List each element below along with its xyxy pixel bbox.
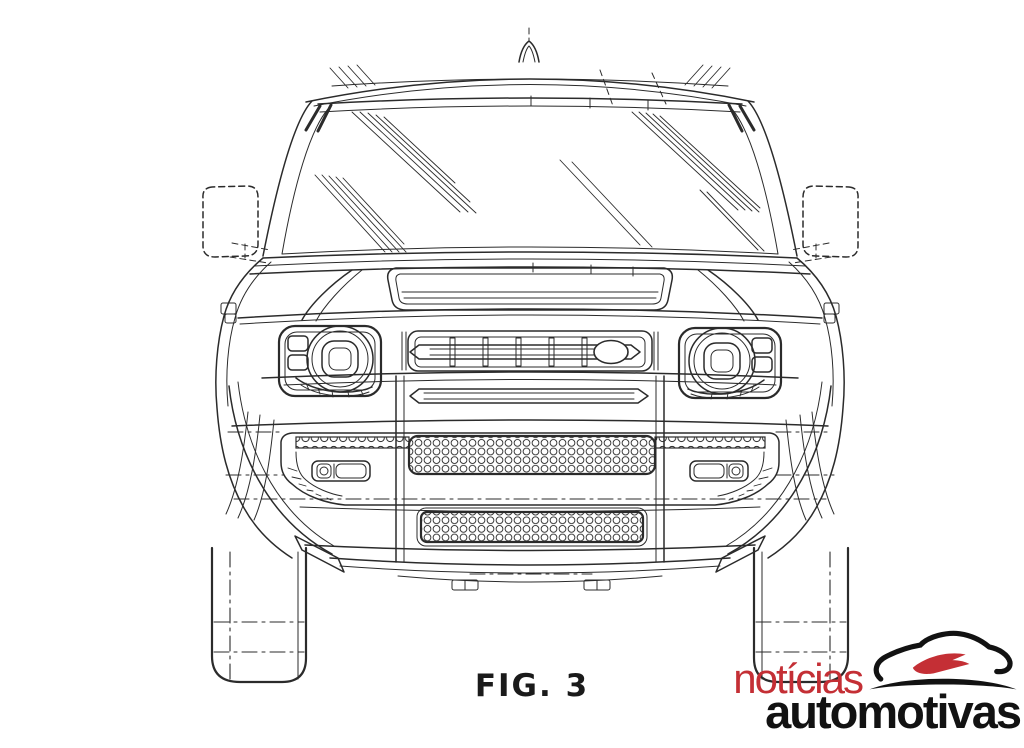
brand-badge-oval — [593, 339, 629, 365]
hood — [237, 251, 823, 325]
phantom-lines — [225, 431, 835, 575]
left-headlight — [277, 324, 383, 398]
left-foglamp — [311, 460, 371, 482]
wheels — [210, 546, 850, 684]
right-foglamp — [689, 460, 749, 482]
car-silhouette-icon — [869, 630, 1017, 690]
logo-text-noticias: notícias — [733, 655, 864, 703]
figure-label: FIG. 3 — [474, 668, 590, 704]
left-mirror — [202, 185, 271, 264]
roof-antenna — [304, 27, 756, 133]
logo-text-automotivas: automotivas — [765, 685, 1022, 738]
bumper — [231, 371, 829, 591]
right-mirror — [790, 185, 859, 264]
right-headlight — [677, 326, 783, 400]
watermark-logo: notícias automotivas — [682, 630, 1022, 735]
windshield — [262, 95, 798, 257]
grille — [401, 330, 659, 372]
body-sides — [215, 257, 845, 559]
